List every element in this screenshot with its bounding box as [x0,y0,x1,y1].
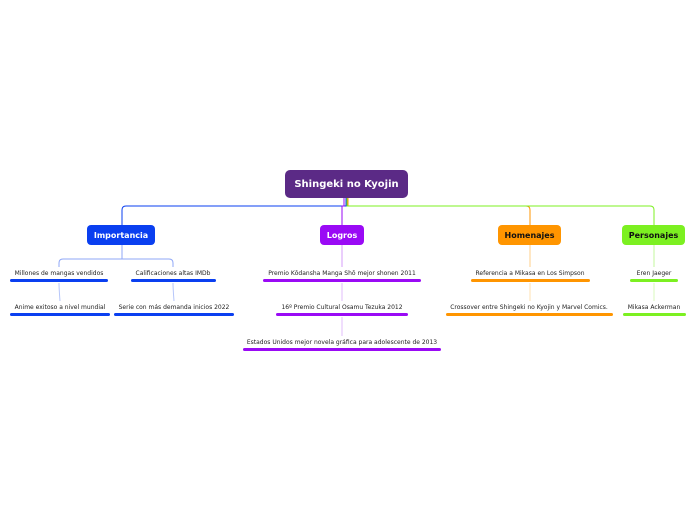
connector-root-importancia [121,198,347,225]
connector-calificaciones-serie [172,282,175,302]
subtopic-anime-exitoso[interactable]: Anime exitoso a nivel mundial [14,303,106,311]
underline-premio-kodansha [263,279,421,282]
subtopic-premio-kodansha[interactable]: Premio Kōdansha Manga Shō mejor shonen 2… [268,269,416,277]
subtopic-calificaciones-imdb[interactable]: Calificaciones altas IMDb [135,269,211,277]
underline-mikasa-simpson [471,279,590,282]
subtopic-mikasa-simpson[interactable]: Referencia a Mikasa en Los Simpson [475,269,585,277]
subtopic-crossover-marvel[interactable]: Crossover entre Shingeki no Kyojin y Mar… [450,303,608,311]
subtopic-mikasa-ackerman[interactable]: Mikasa Ackerman [627,303,681,311]
connector-millones-anime [58,282,61,302]
underline-serie-demanda [114,313,234,316]
topic-personajes[interactable]: Personajes [622,225,685,245]
subtopic-millones-mangas[interactable]: Millones de mangas vendidos [14,269,104,277]
topic-homenajes[interactable]: Homenajes [498,225,561,245]
connector-root-personajes [346,198,655,225]
subtopic-premio-tezuka[interactable]: 16º Premio Cultural Osamu Tezuka 2012 [281,303,403,311]
subtopic-premio-eeuu[interactable]: Estados Unidos mejor novela gráfica para… [246,338,438,346]
connector-importancia-children [58,245,174,267]
underline-mikasa-ackerman [623,313,686,316]
underline-calificaciones-imdb [131,279,216,282]
underline-crossover-marvel [446,313,613,316]
topic-logros[interactable]: Logros [320,225,364,245]
underline-premio-eeuu [243,348,441,351]
topic-importancia[interactable]: Importancia [87,225,155,245]
subtopic-serie-demanda[interactable]: Serie con más demanda inicios 2022 [118,303,230,311]
underline-premio-tezuka [276,313,408,316]
underline-millones-mangas [10,279,108,282]
connector-root-logros [341,198,345,225]
subtopic-eren-jaeger[interactable]: Eren Jaeger [636,269,672,277]
underline-eren-jaeger [630,279,678,282]
root-topic[interactable]: Shingeki no Kyojin [285,170,408,198]
connector-root-homenajes [347,198,531,225]
underline-anime-exitoso [10,313,110,316]
